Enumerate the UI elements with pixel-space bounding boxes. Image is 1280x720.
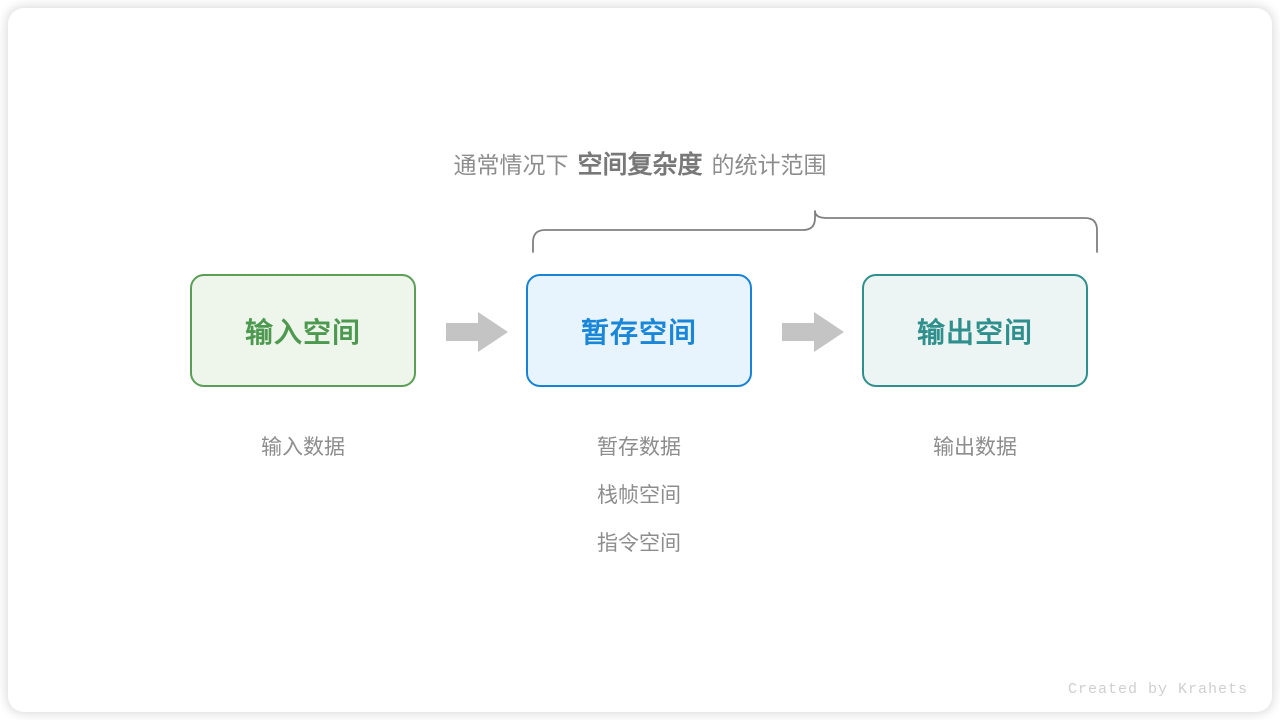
caption-line: 栈帧空间 [597, 484, 681, 507]
diagram-canvas: 通常情况下空间复杂度的统计范围 输入空间 暂存空间 输出空间 [8, 8, 1272, 712]
space-flow-row: 输入空间 暂存空间 输出空间 [8, 274, 1272, 392]
scope-title-prefix: 通常情况下 [453, 152, 569, 178]
space-box-input[interactable]: 输入空间 [190, 274, 416, 387]
right-arrow-icon [446, 312, 508, 352]
caption-column-input: 输入数据 [190, 424, 416, 472]
space-box-temp[interactable]: 暂存空间 [526, 274, 752, 387]
space-box-input-label: 输入空间 [244, 316, 361, 348]
caption-row: 输入数据 暂存数据 栈帧空间 指令空间 输出数据 [8, 424, 1272, 574]
credit-text: Created by Krahets [1067, 681, 1248, 698]
caption-line: 输出数据 [933, 436, 1017, 459]
caption-column-temp: 暂存数据 栈帧空间 指令空间 [526, 424, 752, 568]
scope-title-emphasis: 空间复杂度 [577, 151, 703, 179]
caption-line: 输入数据 [261, 436, 345, 459]
space-box-temp-label: 暂存空间 [580, 316, 697, 348]
scope-title: 通常情况下空间复杂度的统计范围 [8, 148, 1272, 182]
caption-line: 指令空间 [597, 532, 681, 555]
space-box-output[interactable]: 输出空间 [862, 274, 1088, 387]
caption-line: 暂存数据 [597, 436, 681, 459]
right-arrow-icon-2 [782, 312, 844, 352]
space-box-output-label: 输出空间 [916, 316, 1033, 348]
scope-title-suffix: 的统计范围 [711, 152, 827, 178]
curly-brace-icon [518, 200, 1118, 262]
caption-column-output: 输出数据 [862, 424, 1088, 472]
